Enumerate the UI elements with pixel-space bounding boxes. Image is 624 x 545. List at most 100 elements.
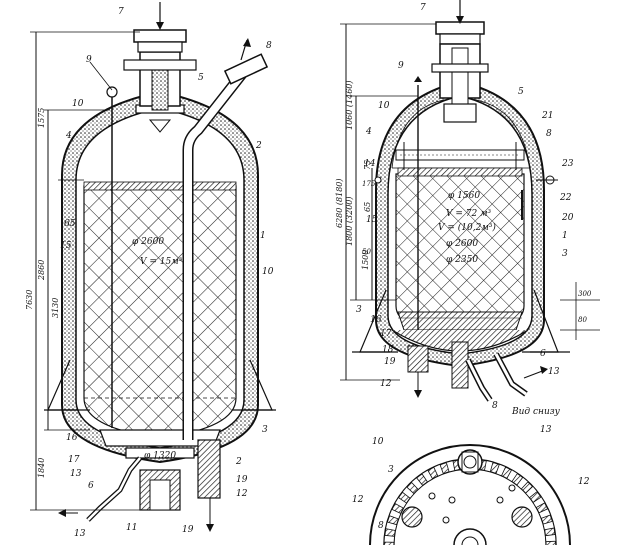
- left-callout: 13: [70, 469, 82, 479]
- right-callout: 7: [420, 3, 426, 13]
- ring-tooth: [385, 521, 398, 531]
- right-callout: 10: [378, 101, 390, 111]
- left-callout: 3: [262, 425, 268, 435]
- left-callout: 16: [66, 433, 78, 443]
- right-callout: 12: [380, 379, 392, 389]
- right-callout: 8: [546, 129, 552, 139]
- right-callout: 5: [518, 87, 524, 97]
- bottom-view-callout: 12: [578, 477, 590, 487]
- right-annotation-diameter: φ 2600: [446, 239, 478, 249]
- right-callout: 16: [370, 315, 382, 325]
- left-dimensions: 7630 2860 3130 1840 1575 65 φ 2600 V = 1…: [25, 108, 183, 478]
- ring-tooth: [445, 460, 456, 473]
- left-dimension-lines: [30, 31, 140, 511]
- left-callout: 12: [236, 489, 248, 499]
- right-callouts: 7 9 5 10 21 4 8 14 23 22 15 20 1 3 3 17 …: [356, 3, 574, 411]
- left-annotation-diameter: φ 2600: [132, 237, 164, 247]
- right-callout: 13: [548, 367, 560, 377]
- bottom-view-callout: 8: [378, 521, 384, 531]
- left-callout: 11: [126, 523, 137, 533]
- right-annotation-volume: V = 72 м³: [446, 209, 492, 219]
- right-dimension: 1500: [361, 250, 370, 270]
- right-dimension-lines: [340, 23, 600, 381]
- right-dimension: 65: [363, 202, 372, 212]
- left-callout: 8: [266, 41, 272, 51]
- right-dimension: 75: [363, 160, 372, 170]
- left-callout: 6: [88, 481, 94, 491]
- ring-tooth: [495, 463, 507, 477]
- ring-tooth: [394, 496, 408, 509]
- ring-tooth: [544, 534, 557, 543]
- left-callout: 13: [74, 529, 86, 539]
- ring-tooth: [388, 508, 402, 520]
- right-callout: 4: [365, 127, 372, 137]
- left-callout: 7: [118, 7, 124, 17]
- bottom-view: [369, 444, 571, 545]
- left-annotation-volume: V = 15м³: [140, 257, 183, 267]
- right-callout: 17: [380, 329, 392, 339]
- left-callout: 2: [255, 141, 262, 151]
- right-callout: 8: [492, 401, 498, 411]
- right-dimension: 80: [578, 316, 587, 324]
- left-dimension-total-height: 7630: [25, 290, 34, 310]
- ring-tooth: [532, 496, 546, 509]
- ring-tooth: [401, 486, 415, 499]
- left-callout: 10: [262, 267, 274, 277]
- left-callout: 5: [198, 73, 204, 83]
- left-callout: 17: [68, 455, 80, 465]
- right-annotation-diameter: φ 2350: [446, 255, 478, 265]
- right-callout: 14: [364, 159, 376, 169]
- right-callout: 1: [562, 231, 568, 241]
- left-callout: 4: [65, 131, 72, 141]
- left-dimension: 1840: [37, 458, 46, 478]
- left-callout: 9: [86, 55, 92, 65]
- left-annotation-diameter: φ 1320: [144, 451, 176, 461]
- bottom-view-callout: 10: [372, 437, 384, 447]
- left-callout: 15: [60, 241, 72, 251]
- ring-tooth: [542, 520, 555, 531]
- bottom-view-callout: 13: [540, 425, 552, 435]
- left-callout: 2: [235, 457, 242, 467]
- right-dimensions: 6280 (8180) 1800 (3200) 1060 (1460) 1500…: [335, 80, 592, 324]
- right-callout: 9: [398, 61, 404, 71]
- right-callout: 21: [541, 111, 553, 121]
- ring-tooth: [525, 485, 538, 499]
- left-callouts: 7 9 8 5 10 4 2 1 10 15 3 16 17 13 6 2 19…: [60, 7, 274, 539]
- ring-tooth: [410, 477, 424, 490]
- ring-tooth: [421, 469, 434, 483]
- bottom-view-labels: Вид снизу 13 10 3 8 12 12: [352, 407, 590, 531]
- right-callout: 3: [356, 305, 362, 315]
- right-callout: 6: [540, 349, 546, 359]
- right-annotation-diameter: φ 1560: [448, 191, 480, 201]
- right-callout: 19: [384, 357, 396, 367]
- ring-tooth: [383, 534, 395, 543]
- ring-tooth: [484, 460, 494, 473]
- right-callout: 20: [561, 213, 574, 223]
- right-dimension-total-height: 6280 (8180): [335, 178, 344, 228]
- left-callout: 10: [72, 99, 84, 109]
- bottom-view-callout: 12: [352, 495, 364, 505]
- ring-tooth: [506, 469, 519, 483]
- right-callout: 3: [562, 249, 568, 259]
- right-callout: 23: [561, 159, 574, 169]
- bottom-view-title: Вид снизу: [511, 407, 561, 417]
- left-dimension: 3130: [51, 298, 60, 318]
- ring-tooth: [516, 476, 529, 490]
- right-annotation-volume: V = (10,2м³): [438, 222, 496, 233]
- right-vessel: [352, 0, 570, 402]
- left-vessel: [44, 2, 276, 532]
- left-callout: 1: [260, 231, 266, 241]
- left-callout: 19: [236, 475, 248, 485]
- ring-tooth: [433, 463, 444, 477]
- right-dimension: 300: [578, 290, 592, 298]
- right-dimension: 175: [362, 180, 376, 188]
- right-dimension: 1800 (3200): [345, 196, 354, 246]
- left-dimension: 65: [64, 219, 76, 229]
- right-callout: 18: [382, 345, 394, 355]
- right-callout: 15: [366, 215, 378, 225]
- left-callout: 19: [182, 525, 194, 535]
- right-callout: 22: [559, 193, 572, 203]
- left-dimension: 2860: [37, 260, 46, 281]
- left-dimension: 1575: [37, 108, 46, 128]
